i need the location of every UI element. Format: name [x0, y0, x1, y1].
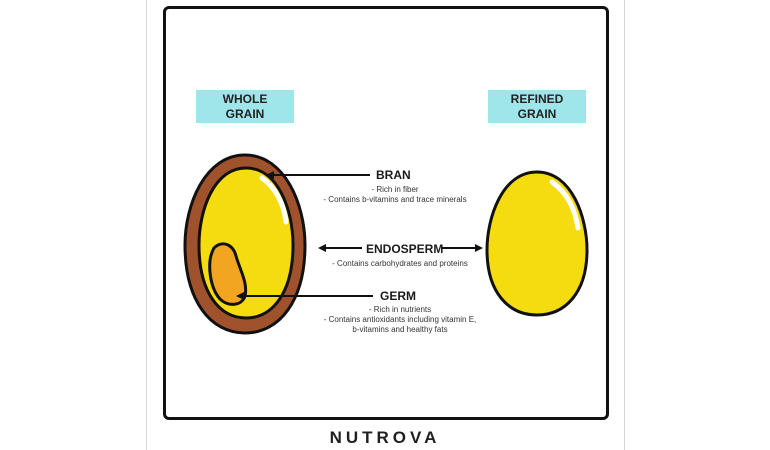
endosperm-shine — [259, 175, 289, 225]
bran-heading: BRAN — [376, 168, 411, 182]
germ-heading: GERM — [380, 289, 416, 303]
whole-grain-label-text: WHOLE GRAIN — [222, 91, 268, 121]
endosperm-heading: ENDOSPERM — [366, 242, 444, 256]
whole-grain-kernel — [183, 153, 307, 335]
page-edge-right — [624, 0, 625, 450]
refined-grain-kernel — [485, 170, 589, 317]
endosperm-details: - Contains carbohydrates and proteins — [332, 259, 468, 268]
germ-details: - Rich in nutrients - Contains antioxida… — [323, 305, 477, 334]
refined-shine — [549, 179, 581, 231]
page-edge-left — [146, 0, 147, 450]
refined-grain-label-text: REFINED GRAIN — [510, 91, 564, 121]
refined-endosperm — [485, 170, 589, 317]
refined-grain-label: REFINED GRAIN — [488, 90, 586, 123]
brand-logo: NUTROVA — [329, 428, 441, 447]
bran-details: - Rich in fiber - Contains b-vitamins an… — [323, 185, 467, 204]
whole-grain-label: WHOLE GRAIN — [196, 90, 294, 123]
